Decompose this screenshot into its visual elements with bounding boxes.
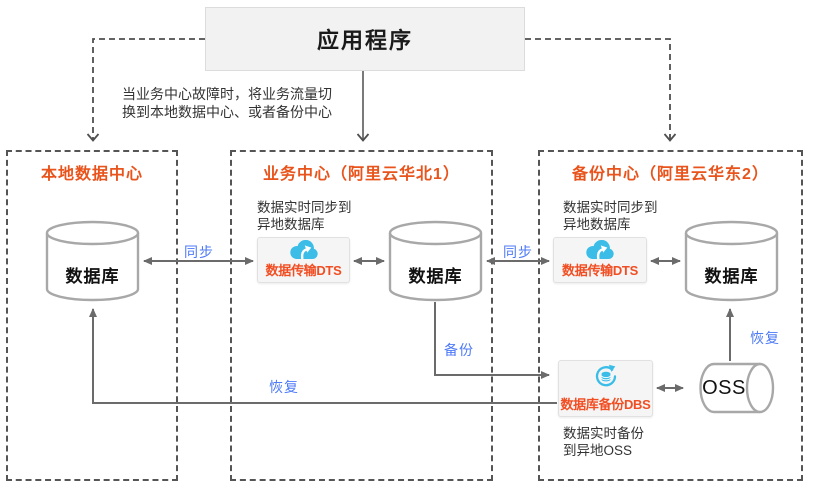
sync-annotation-line2: 异地数据库 <box>257 216 325 232</box>
sync-label-right: 同步 <box>503 244 533 260</box>
failover-note: 当业务中心故障时，将业务流量切 换到本地数据中心、或者备份中心 <box>122 85 342 121</box>
database-backup-icon <box>592 363 619 395</box>
dts-label: 数据传输DTS <box>562 263 638 278</box>
backup-annotation: 数据实时备份 到异地OSS <box>563 426 644 459</box>
dts-label: 数据传输DTS <box>265 263 342 278</box>
cloud-sync-icon <box>289 239 319 267</box>
restore-label-oss: 恢复 <box>750 330 780 346</box>
failover-note-line2: 换到本地数据中心、或者备份中心 <box>122 104 332 120</box>
business-database-label: 数据库 <box>408 267 463 286</box>
dbs-label: 数据库备份DBS <box>560 397 651 412</box>
backup-center-title: 备份中心（阿里云华东2） <box>572 166 769 183</box>
application-box: 应用程序 <box>205 7 525 71</box>
local-datacenter-title: 本地数据中心 <box>40 166 143 183</box>
local-datacenter-box: 本地数据中心 <box>6 150 178 481</box>
oss-node: OSS <box>687 362 775 414</box>
sync-annotation-line1: 数据实时同步到 <box>257 200 352 215</box>
oss-bucket-icon <box>699 362 775 414</box>
dbs-box: 数据库备份DBS <box>558 360 653 417</box>
local-database: 数据库 <box>45 220 140 302</box>
database-cylinder-icon <box>388 220 483 302</box>
sync-annotation-backup: 数据实时同步到 异地数据库 <box>563 200 658 233</box>
failover-note-line1: 当业务中心故障时，将业务流量切 <box>122 86 332 102</box>
connector-app-to-backup <box>525 38 677 142</box>
sync-annotation-business: 数据实时同步到 异地数据库 <box>257 200 352 233</box>
backup-annotation-line1: 数据实时备份 <box>563 426 644 441</box>
cloud-sync-icon <box>585 239 615 267</box>
dts-box-backup: 数据传输DTS <box>553 237 647 283</box>
business-center-title: 业务中心（阿里云华北1） <box>263 166 460 183</box>
oss-label: OSS <box>702 376 746 399</box>
backup-label: 备份 <box>444 342 474 358</box>
database-cylinder-icon <box>45 220 140 302</box>
sync-label-left: 同步 <box>184 244 214 260</box>
sync-annotation-line1: 数据实时同步到 <box>563 200 658 215</box>
application-title: 应用程序 <box>316 28 413 53</box>
dts-box-business: 数据传输DTS <box>257 237 350 283</box>
backup-database-label: 数据库 <box>704 267 759 286</box>
backup-annotation-line2: 到异地OSS <box>563 442 633 458</box>
business-database: 数据库 <box>388 220 483 302</box>
backup-database: 数据库 <box>684 220 779 302</box>
restore-label-local: 恢复 <box>269 379 299 395</box>
database-cylinder-icon <box>684 220 779 302</box>
local-database-label: 数据库 <box>65 267 120 286</box>
sync-annotation-line2: 异地数据库 <box>563 216 631 232</box>
